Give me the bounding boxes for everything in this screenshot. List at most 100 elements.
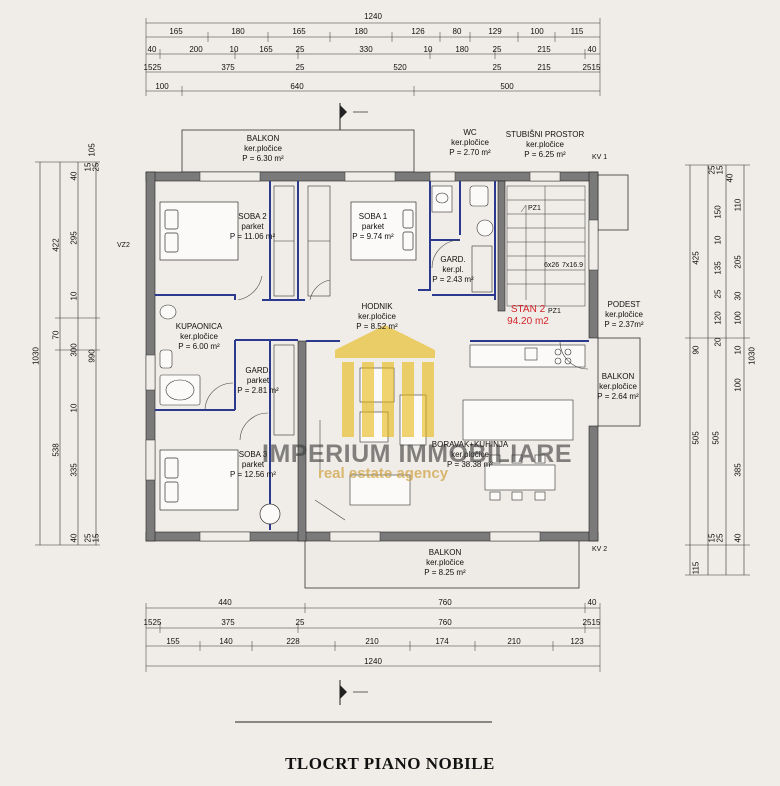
room-label-soba3: SOBA 3 parket P = 12.56 m² bbox=[218, 450, 288, 480]
room-finish: ker.pločice bbox=[426, 558, 464, 567]
dim-top-r4: 500 bbox=[500, 82, 514, 91]
room-label-gard1: GARD. ker.pl. P = 2.43 m² bbox=[418, 255, 488, 285]
dim-right-detail: 20 bbox=[713, 337, 723, 347]
section-markers bbox=[235, 103, 492, 723]
room-label-hodnik: HODNIK ker.pločice P = 8.52 m² bbox=[342, 302, 412, 332]
dim-right-detail: 25 bbox=[715, 533, 725, 543]
dim-bottom-r3: 123 bbox=[570, 637, 584, 646]
dim-right-inner: 505 bbox=[711, 431, 721, 445]
dim-bottom-r3: 174 bbox=[435, 637, 449, 646]
dim-left-detail: 335 bbox=[69, 463, 79, 477]
dim-bottom-r2: 15 bbox=[591, 618, 601, 627]
room-name: BALKON bbox=[601, 372, 635, 381]
dim-bottom-r2: 25 bbox=[295, 618, 305, 627]
dim-right-detail: 10 bbox=[733, 345, 743, 355]
room-finish: ker.pločice bbox=[605, 310, 643, 319]
unit-label: STAN 2 94.20 m2 bbox=[498, 304, 558, 328]
watermark-emblem bbox=[335, 325, 435, 437]
room-label-soba2: SOBA 2 parket P = 11.06 m² bbox=[215, 212, 290, 242]
watermark-brand: IMPERIUM IMMOBILIARE bbox=[262, 440, 572, 468]
room-finish: ker.pl. bbox=[442, 265, 464, 274]
room-area: P = 2.81 m² bbox=[237, 386, 279, 395]
room-name: HODNIK bbox=[361, 302, 393, 311]
dim-left-detail: 295 bbox=[69, 231, 79, 245]
dim-right-detail: 150 bbox=[713, 205, 723, 219]
room-label-wc: WC ker.pločice P = 2.70 m² bbox=[435, 128, 505, 158]
tag-pz1-b: PZ1 bbox=[548, 308, 561, 315]
stairs bbox=[506, 185, 586, 307]
dim-right-detail: 40 bbox=[733, 533, 743, 543]
room-label-podest: PODEST ker.pločice P = 2.37m² bbox=[588, 300, 660, 330]
bottom-dimension-lines bbox=[145, 603, 601, 672]
room-name: GARD. bbox=[440, 255, 466, 264]
room-finish: ker.pločice bbox=[180, 332, 218, 341]
dim-top-r1: 115 bbox=[570, 27, 584, 36]
dim-bottom-r2: 375 bbox=[221, 618, 235, 627]
room-finish: ker.pločice bbox=[358, 312, 396, 321]
dim-top-r1: 165 bbox=[292, 27, 306, 36]
windows bbox=[145, 171, 599, 542]
dim-bottom-total: 1240 bbox=[364, 657, 382, 666]
dim-top-r3: 215 bbox=[537, 63, 551, 72]
dim-bottom-r3: 140 bbox=[219, 637, 233, 646]
interior-partitions bbox=[155, 181, 589, 530]
dim-right-outer: 505 bbox=[691, 431, 701, 445]
balconies bbox=[181, 129, 641, 589]
room-label-balkon-right: BALKON ker.pločice P = 2.64 m² bbox=[588, 372, 648, 402]
room-name: STUBIŠNI PROSTOR bbox=[505, 130, 585, 139]
dim-top-r3: 25 bbox=[295, 63, 305, 72]
room-finish: ker.pločice bbox=[451, 450, 489, 459]
dim-bottom-r1: 440 bbox=[218, 598, 232, 607]
room-area: P = 38.38 m² bbox=[447, 460, 493, 469]
room-finish: parket bbox=[241, 460, 265, 469]
dim-top-r3: 520 bbox=[393, 63, 407, 72]
dim-left-outer: 422 bbox=[51, 238, 61, 252]
dim-top-r1: 129 bbox=[488, 27, 502, 36]
room-area: P = 6.30 m² bbox=[242, 154, 284, 163]
doors bbox=[204, 239, 589, 521]
dim-left-detail: 105 bbox=[87, 143, 97, 157]
room-label-boravak: BORAVAK+KUHINJA ker.pločice P = 38.38 m² bbox=[420, 440, 520, 470]
room-area: P = 8.25 m² bbox=[424, 568, 466, 577]
tag-stairs-a: 6x26 bbox=[544, 262, 560, 269]
room-area: P = 2.64 m² bbox=[597, 392, 639, 401]
dim-top-r1: 80 bbox=[452, 27, 462, 36]
dim-bottom-r3: 210 bbox=[365, 637, 379, 646]
room-label-balkon-top: BALKON ker.pločice P = 6.30 m² bbox=[228, 134, 298, 164]
dim-top-r2: 200 bbox=[189, 45, 203, 54]
tag-pz1: PZ1 bbox=[528, 205, 541, 212]
dim-left-detail: 40 bbox=[69, 171, 79, 181]
dim-top-r1: 126 bbox=[411, 27, 425, 36]
room-area: P = 11.06 m² bbox=[229, 232, 276, 241]
dim-top-r3: 25 bbox=[492, 63, 502, 72]
dim-left-total: 1030 bbox=[31, 347, 41, 365]
dim-left-outer: 70 bbox=[51, 330, 61, 340]
room-finish: ker.pločice bbox=[244, 144, 282, 153]
dim-top-r3: 25 bbox=[582, 63, 592, 72]
top-dimension-lines bbox=[145, 18, 601, 96]
dim-top-r3: 25 bbox=[152, 63, 162, 72]
room-label-kupaonica: KUPAONICA ker.pločice P = 6.00 m² bbox=[164, 322, 234, 352]
room-name: SOBA 1 bbox=[358, 212, 388, 221]
dim-bottom-r2: 25 bbox=[152, 618, 162, 627]
dim-right-detail: 100 bbox=[733, 311, 743, 325]
dim-bottom-r2: 760 bbox=[438, 618, 452, 627]
dim-right-outer: 425 bbox=[691, 251, 701, 265]
dim-top-r3: 15 bbox=[591, 63, 601, 72]
room-label-balkon-bottom: BALKON ker.pločice P = 8.25 m² bbox=[405, 548, 485, 578]
room-area: P = 2.43 m² bbox=[432, 275, 474, 284]
dim-left-detail: 15 bbox=[91, 533, 101, 543]
dim-top-r2: 215 bbox=[537, 45, 551, 54]
room-area: P = 6.00 m² bbox=[178, 342, 220, 351]
dim-top-r2: 40 bbox=[147, 45, 157, 54]
dim-right-detail: 40 bbox=[725, 173, 735, 183]
dim-left-detail: 10 bbox=[69, 403, 79, 413]
room-area: P = 6.25 m² bbox=[524, 150, 566, 159]
room-name: WC bbox=[463, 128, 477, 137]
room-finish: parket bbox=[241, 222, 264, 231]
dim-bottom-r2: 15 bbox=[143, 618, 153, 627]
tag-kv2: KV 2 bbox=[592, 546, 608, 553]
dim-right-detail: 205 bbox=[733, 255, 743, 269]
dim-bottom-r3: 210 bbox=[507, 637, 521, 646]
watermark-tagline: real estate agency bbox=[318, 465, 449, 482]
